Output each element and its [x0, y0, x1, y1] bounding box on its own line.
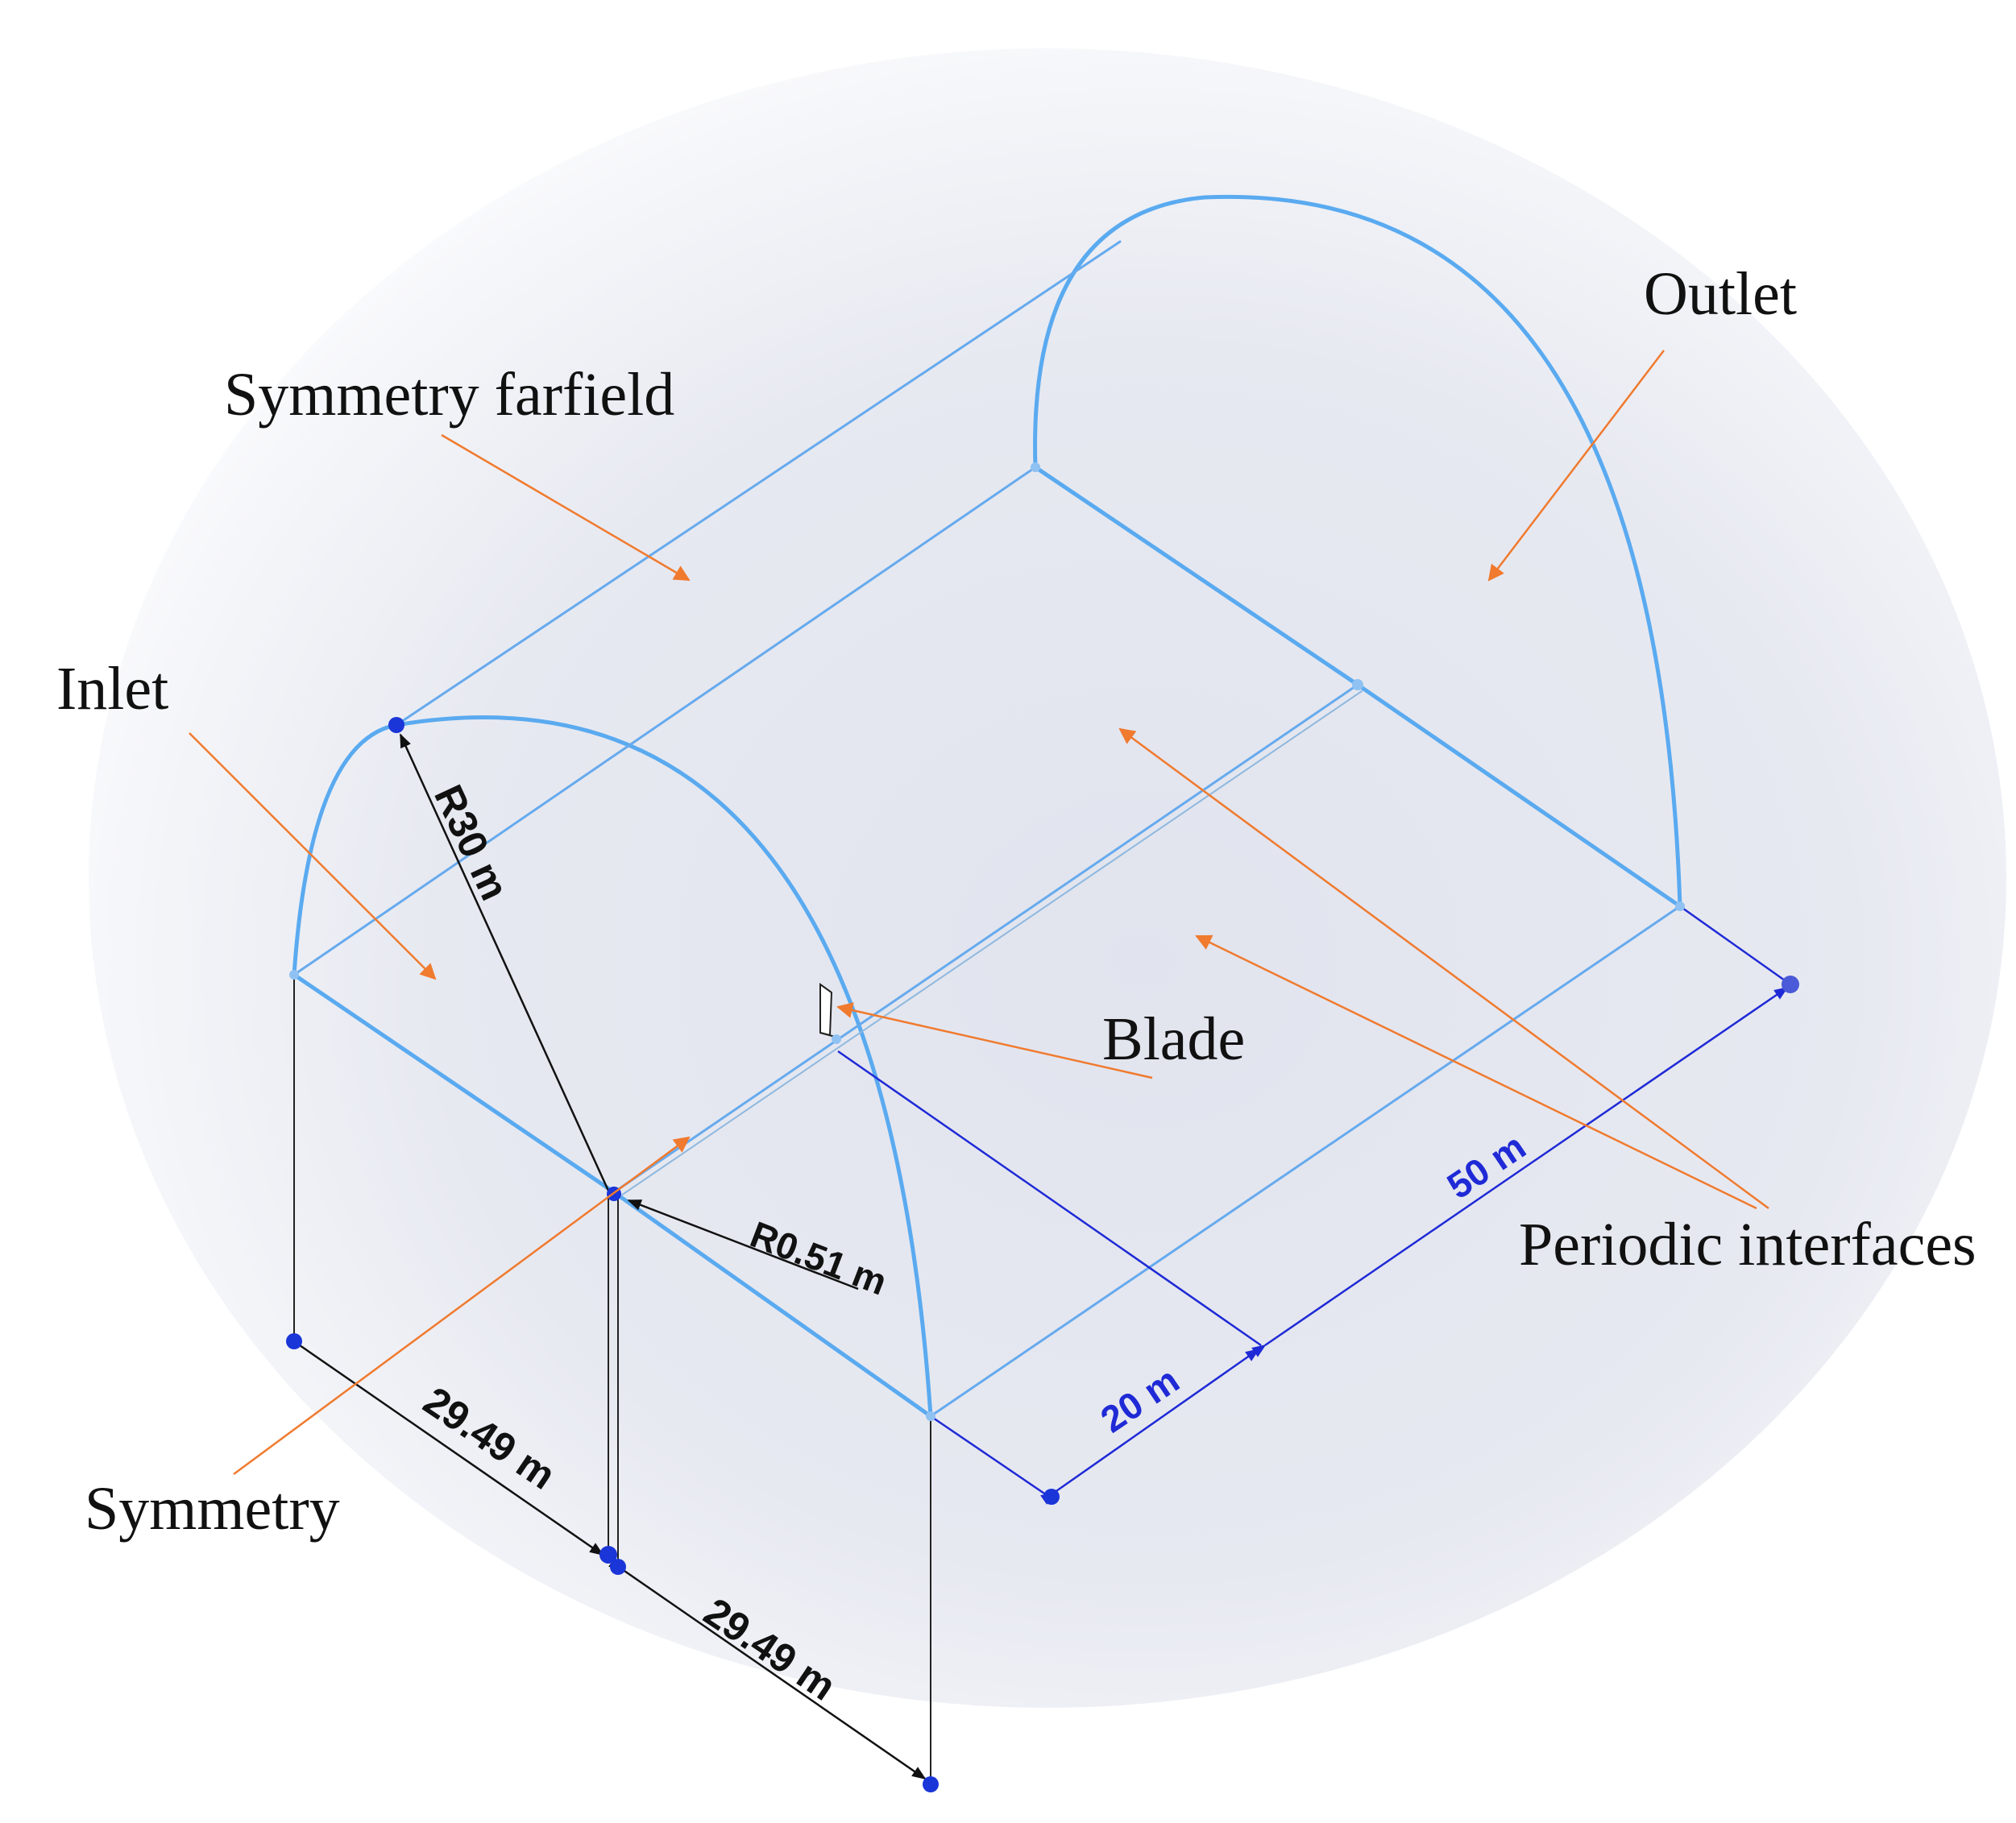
- symmetry-farfield-arrow: [441, 433, 691, 582]
- outlet-arrow: [1487, 350, 1665, 582]
- inlet-base-edge: [292, 972, 616, 1195]
- point-base-mid: [599, 1546, 617, 1564]
- inlet-label: Inlet: [56, 655, 168, 723]
- point-dim-50: [1782, 976, 1799, 993]
- blade-axis-edge-2: [618, 690, 1363, 1198]
- outlet-base-edge: [1355, 682, 1682, 909]
- periodic-arrow-1: [1118, 727, 1769, 1210]
- point-arc-top: [388, 717, 404, 733]
- symmetry-label: Symmetry: [85, 1475, 340, 1543]
- dimension-geometry: [286, 733, 931, 1784]
- far-width-edge: [1033, 465, 1360, 687]
- periodic-interfaces-label: Periodic interfaces: [1519, 1211, 1977, 1278]
- domain-edges: [292, 194, 1682, 1419]
- blade: [819, 983, 839, 1038]
- vertex-points: [286, 717, 1799, 1792]
- point-dim-20: [1043, 1489, 1060, 1505]
- top-ridge-edge: [395, 240, 1122, 727]
- blade-label: Blade: [1102, 1005, 1245, 1073]
- blade-arrow: [836, 1002, 1153, 1079]
- outlet-label: Outlet: [1644, 260, 1797, 328]
- point-base-right: [923, 1776, 939, 1792]
- edge-vertices: [289, 462, 1685, 1421]
- inlet-base-edge-2: [612, 1190, 933, 1419]
- inlet-arc: [292, 715, 933, 1419]
- symmetry-arrow: [233, 1136, 691, 1476]
- symmetry-farfield-label: Symmetry farfield: [224, 361, 674, 429]
- blue-dimension-geometry: [837, 905, 1791, 1505]
- mid-top-edge: [292, 466, 1037, 976]
- periodic-arrow-2: [1195, 934, 1757, 1210]
- point-base-mid-2: [610, 1559, 626, 1575]
- callout-arrows: [189, 350, 1769, 1476]
- inlet-arrow: [189, 732, 437, 980]
- outlet-arc: [1033, 194, 1682, 909]
- point-base-left: [286, 1333, 302, 1349]
- blade-axis-edge: [612, 683, 1359, 1194]
